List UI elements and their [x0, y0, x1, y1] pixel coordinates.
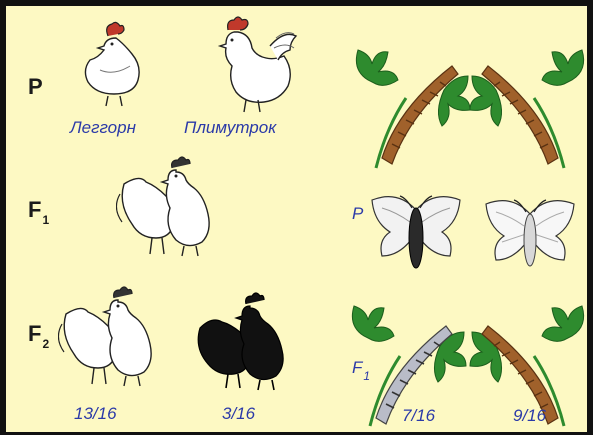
white-chicken-pair-icon [116, 154, 216, 259]
label-larva-f1: F1 [352, 358, 370, 378]
breed-label-leghorn: Леггорн [70, 118, 136, 138]
breed-label-plymouth-rock: Плимутрок [184, 118, 276, 138]
label-moth-p: P [352, 204, 363, 224]
white-hen-icon [78, 18, 148, 108]
white-chicken-pair-icon-f2 [58, 284, 158, 389]
ratio-white-chickens: 13/16 [74, 404, 117, 424]
dark-moth-icon [366, 188, 466, 278]
white-rooster-icon [210, 16, 300, 116]
ratio-striped-larvae: 7/16 [402, 406, 435, 426]
brown-silkworm-on-leaf-icon-right [468, 20, 593, 170]
light-moth-icon [480, 192, 580, 282]
brown-silkworm-on-leaf-icon [348, 20, 473, 170]
label-f1-generation: F1 [28, 197, 49, 223]
black-chicken-pair-icon [194, 292, 294, 392]
ratio-black-chickens: 3/16 [222, 404, 255, 424]
label-p-generation: P [28, 74, 43, 100]
label-f2-generation: F2 [28, 321, 49, 347]
ratio-brown-larvae: 9/16 [513, 406, 546, 426]
